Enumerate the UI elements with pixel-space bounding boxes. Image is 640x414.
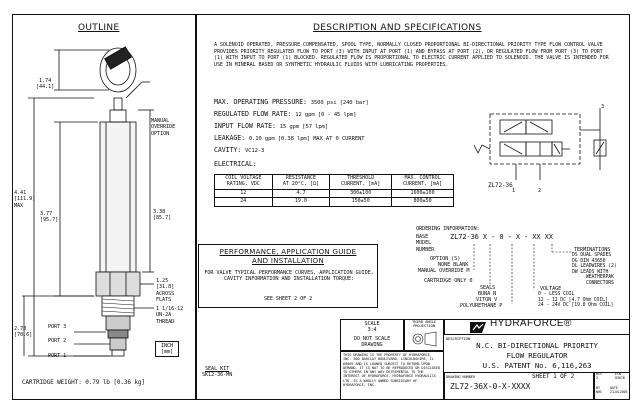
ordering-option: OPTION (S)	[430, 256, 461, 262]
revision-cell	[594, 372, 630, 400]
date: DATE 21JUL2003	[610, 386, 628, 394]
no-scale: DO NOT SCALE DRAWING	[353, 336, 391, 349]
table-cell: 150±50	[329, 197, 393, 208]
performance-body: FOR VALVE TYPICAL PERFORMANCE CURVES, AP…	[204, 270, 374, 283]
port1-label: PORT 1	[48, 353, 67, 359]
table-row: COIL VOLTAGE RATING, VDC RESISTANCE AT 2…	[214, 174, 454, 190]
port2-label: PORT 2	[48, 338, 67, 344]
table-header: MAX. CONTROL CURRENT, [mA]	[391, 174, 454, 190]
spec-input-flow: INPUT FLOW RATE: 15 gpm [57 lpm]	[214, 122, 328, 130]
symbol-label: ZL72-36	[488, 182, 513, 189]
table-cell: 300±100	[329, 188, 393, 199]
spec-pressure: MAX. OPERATING PRESSURE: 3500 psi [240 b…	[214, 98, 369, 106]
disclaimer-cell	[340, 351, 444, 400]
outline-drawing	[22, 46, 154, 357]
disclaimer-text: THIS DRAWING IS THE PROPERTY OF HYDRAFOR…	[343, 353, 440, 388]
ordering-manual: MANUAL OVERRIDE M	[418, 268, 470, 274]
description-body: A SOLENOID OPERATED, PRESSURE COMPENSATE…	[214, 42, 609, 69]
table-cell: 4.7	[271, 188, 331, 199]
hydraforce-logo-icon	[470, 322, 486, 333]
sheet-border	[12, 14, 630, 400]
ordering-leaders	[473, 244, 572, 304]
performance-ref: SEE SHEET 2 OF 2	[263, 296, 313, 302]
rev: REV 2	[596, 372, 602, 380]
ordering-voltage: VOLTAGE	[540, 286, 562, 292]
units-box: INCH [mm]	[155, 341, 179, 357]
ordering-seals: SEALS	[480, 285, 496, 291]
ordering-terminations: TERMINATIONS	[574, 247, 611, 253]
brand-name: HYDRAFORCE®	[490, 318, 572, 329]
spec-cavity: CAVITY: VC12-3	[214, 146, 265, 154]
scale-value: 3:4	[367, 327, 377, 333]
ordering-none: NONE BLANK	[438, 262, 469, 268]
brand-cell	[444, 319, 630, 335]
ordering-volt-list: 0 - LESS COIL 12 - 12 DC [4.7 Ohm COIL] …	[538, 292, 614, 309]
table-row: 12 4.7 300±100 1600±100	[214, 188, 454, 199]
sheet-number: SHEET 1 OF 2	[532, 373, 575, 380]
drawing-number: ZL72-36X-0-X-XXXX	[450, 382, 531, 391]
ordering-term-list: DS DUAL SPADES DG DIN 43650 DL LEADWIRES…	[572, 253, 617, 286]
drawing-number-cell	[444, 372, 594, 400]
table-row: 24 19.0 150±50 800±50	[214, 197, 454, 208]
manual-override-label: MANUAL OVERRIDE OPTION	[151, 118, 176, 137]
projection-label: THIRD ANGLE PROJECTION	[411, 319, 437, 329]
symbol-port1: 1	[512, 188, 516, 194]
spec-regulated-flow: REGULATED FLOW RATE: 12 gpm [0 - 45 lpm]	[214, 110, 357, 118]
patent: U.S. PATENT No. 6,116,263	[482, 361, 592, 370]
dim-right: 3.38[85.7]	[153, 209, 172, 222]
scale-label: SCALE	[364, 321, 380, 327]
description-line1: N.C. BI-DIRECTIONAL PRIORITY	[476, 341, 598, 350]
dim-body: 3.77[95.7]	[40, 211, 59, 224]
ordering-title: ORDERING INFORMATION:	[416, 226, 480, 232]
ordering-code: ZL72-36 X - 0 - X - XX XX	[450, 233, 553, 241]
dim-top: 1.74[44.1]	[36, 78, 55, 91]
electrical-table: COIL VOLTAGE RATING, VDC RESISTANCE AT 2…	[214, 174, 454, 208]
drawing-number-label: DRAWING NUMBER	[446, 375, 475, 379]
ordering-poly: POLYURETHANE P	[460, 303, 503, 309]
table-cell: 19.0	[271, 197, 331, 208]
description-title: DESCRIPTION AND SPECIFICATIONS	[313, 23, 482, 33]
description-label: DESCRIPTION	[446, 336, 471, 341]
ordering-viton: VITON V	[476, 297, 498, 303]
electrical-title: ELECTRICAL:	[214, 160, 257, 168]
thread-label: 1 1/16-12 UN-2A THREAD	[156, 306, 184, 325]
symbol-port3: 3	[601, 104, 605, 110]
table-header: COIL VOLTAGE RATING, VDC	[214, 174, 273, 190]
port3-label: PORT 3	[48, 324, 67, 330]
outline-title: OUTLINE	[78, 23, 120, 33]
dim-lower: 2.78[70.6]	[14, 326, 33, 339]
table-cell: 24	[214, 197, 273, 208]
dim-overall: 4.41[111.9]MAX	[14, 190, 36, 209]
flats-label: 1.25[31.8]ACROSS FLATS	[156, 278, 175, 304]
symbol-port2: 2	[538, 188, 542, 194]
ordering-buna: BUNA N	[478, 291, 497, 297]
projection-cell	[404, 319, 444, 351]
description-line2: FLOW REGULATOR	[506, 351, 568, 360]
performance-box	[198, 244, 378, 308]
by: BY NHS	[596, 386, 602, 394]
ecn: ECN 03078	[615, 372, 625, 380]
table-header: THRESHOLD CURRENT, [mA]	[329, 174, 393, 190]
table-cell: 1600±100	[391, 188, 454, 199]
ordering-base: BASE MODEL NUMBER	[416, 234, 435, 253]
projection-icon	[412, 331, 437, 347]
hydraulic-symbol	[473, 108, 607, 180]
scale-cell	[340, 319, 404, 351]
table-header: RESISTANCE AT 20°C, [Ω]	[271, 174, 331, 190]
cartridge-weight: CARTRIDGE WEIGHT: 0.79 lb [0.36 kg]	[22, 379, 145, 386]
ordering-cartridge: CARTRIDGE ONLY 0	[424, 278, 473, 284]
table-cell: 12	[214, 188, 273, 199]
spec-leakage: LEAKAGE: 0.10 gpm [0.38 lpm] MAX AT 0 CU…	[214, 134, 365, 142]
outline-divider	[195, 14, 197, 400]
table-cell: 800±50	[391, 197, 454, 208]
